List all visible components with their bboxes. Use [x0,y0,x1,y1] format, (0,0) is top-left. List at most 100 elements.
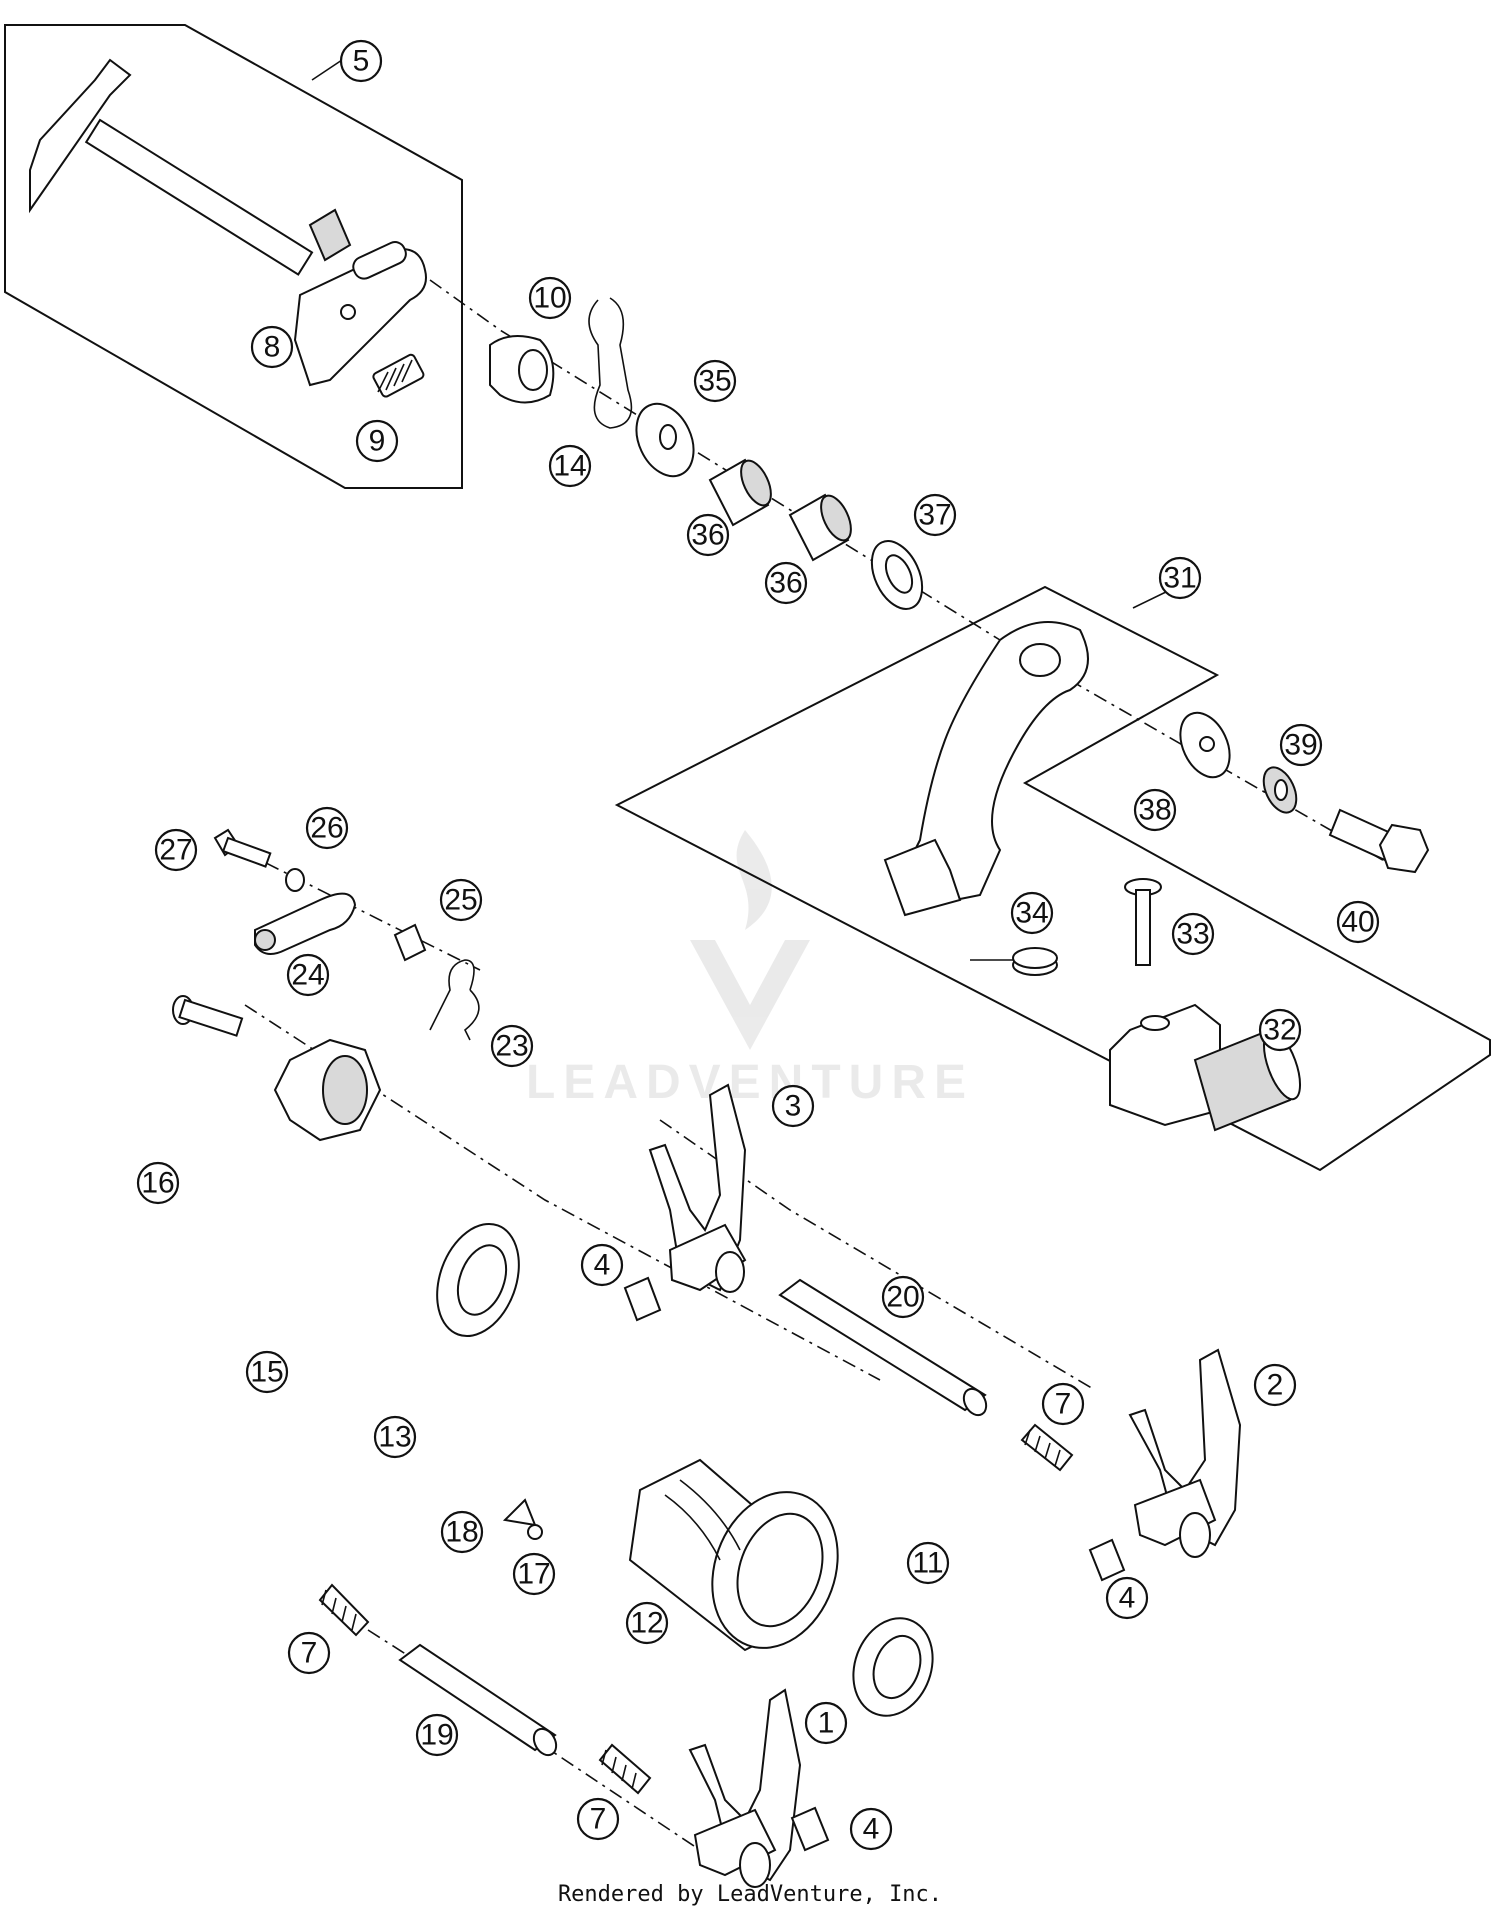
svg-text:33: 33 [1176,918,1209,951]
part-18 [502,1498,537,1527]
part-35 [635,402,695,478]
callout-4-a: 4 [580,1243,624,1287]
part-19 [398,1643,558,1757]
callout-17: 17 [512,1552,556,1596]
callout-32: 32 [1258,1008,1302,1052]
part-13 [436,1222,520,1338]
callout-35: 35 [693,359,737,403]
watermark-logo-icon [690,830,810,1050]
svg-text:13: 13 [378,1421,411,1454]
part-36-a [708,458,772,527]
svg-text:26: 26 [310,812,343,845]
svg-text:38: 38 [1138,794,1171,827]
shift-shaft-spline [308,208,352,262]
part-39 [1262,766,1298,814]
callout-25: 25 [439,878,483,922]
svg-text:11: 11 [912,1547,943,1580]
callout-36-b: 36 [764,561,808,605]
callout-4-b: 4 [1105,1576,1149,1620]
callout-7-c: 7 [576,1797,620,1841]
part-27 [213,828,272,868]
part-36-b [788,493,852,562]
part-3 [648,1083,747,1293]
callout-13: 13 [373,1415,417,1459]
callout-33: 33 [1171,912,1215,956]
svg-text:35: 35 [698,365,731,398]
svg-text:7: 7 [1055,1388,1072,1421]
callout-7-a: 7 [1041,1382,1085,1426]
callout-11: 11 [906,1541,950,1585]
callout-2: 2 [1253,1363,1297,1407]
callout-39: 39 [1279,723,1323,767]
svg-text:7: 7 [590,1803,607,1836]
part-11 [852,1617,934,1717]
svg-text:20: 20 [886,1281,919,1314]
callout-14: 14 [548,444,592,488]
part-4-c [790,1806,830,1852]
watermark-text: LEADVENTURE [526,1056,974,1109]
part-33 [1124,878,1162,966]
callout-40: 40 [1336,900,1380,944]
callout-24: 24 [286,953,330,997]
svg-text:10: 10 [533,282,566,315]
callout-16: 16 [136,1161,180,1205]
render-credit: Rendered by LeadVenture, Inc. [557,1882,943,1907]
callout-3: 3 [771,1084,815,1128]
svg-text:4: 4 [1119,1582,1136,1615]
callout-9: 9 [355,419,399,463]
shift-shaft-arm [29,58,132,214]
callout-19: 19 [415,1713,459,1757]
part-12 [628,1458,839,1652]
callout-37: 37 [913,493,957,537]
part-40 [1328,808,1430,874]
svg-text:36: 36 [769,567,802,600]
callout-1: 1 [804,1701,848,1745]
shift-lever-group [614,585,1491,1172]
group-outline-31 [614,585,1491,1172]
callout-4-c: 4 [849,1807,893,1851]
svg-text:2: 2 [1267,1369,1284,1402]
axis-line-fork3 [659,1119,1096,1391]
svg-text:17: 17 [517,1558,550,1591]
svg-text:40: 40 [1341,906,1374,939]
part-4-b [1088,1538,1126,1582]
callout-18: 18 [440,1510,484,1554]
svg-text:37: 37 [918,499,951,532]
svg-text:27: 27 [159,834,192,867]
svg-text:23: 23 [495,1030,528,1063]
part-7-a [1020,1423,1074,1472]
shift-shaft-group [4,24,463,489]
part-26 [285,868,305,892]
part-38 [1179,711,1231,779]
svg-text:18: 18 [445,1516,478,1549]
svg-text:4: 4 [863,1813,880,1846]
callout-20: 20 [881,1275,925,1319]
callout-38: 38 [1133,788,1177,832]
shift-plate [293,248,427,387]
part-37 [870,540,924,610]
callout-5: 5 [339,39,383,83]
callout-8: 8 [250,325,294,369]
svg-text:16: 16 [141,1167,174,1200]
spring-9 [372,353,425,398]
part-2 [1128,1348,1242,1558]
shift-shaft-rod [84,118,314,276]
part-25 [393,923,427,962]
svg-text:7: 7 [301,1637,318,1670]
part-17 [527,1524,543,1540]
svg-text:39: 39 [1284,729,1317,762]
svg-text:3: 3 [785,1090,802,1123]
callout-23: 23 [490,1024,534,1068]
part-4-a [623,1276,662,1322]
callout-31: 31 [1158,556,1202,600]
shift-lever-clevis [883,838,962,917]
callout-10: 10 [528,276,572,320]
callout-34: 34 [1010,891,1054,935]
callout-26: 26 [305,806,349,850]
part-15 [273,1038,382,1142]
part-24 [254,892,357,955]
callout-36-a: 36 [686,513,730,557]
svg-text:25: 25 [444,884,477,917]
svg-text:36: 36 [691,519,724,552]
part-34 [970,947,1058,976]
